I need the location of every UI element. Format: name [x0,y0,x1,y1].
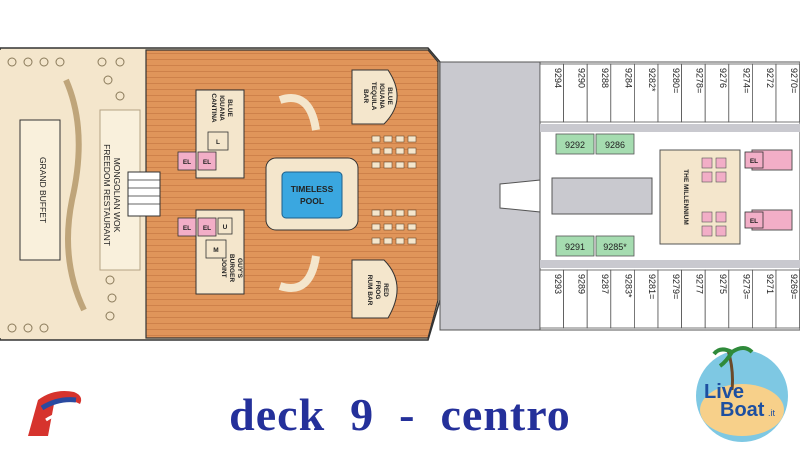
blue-iguana-bar-1: BLUE [386,87,393,105]
red-frog-bar [351,259,398,319]
freedom-restaurant-label: FREEDOM RESTAURANT [102,144,112,246]
mens-marker: M [213,247,218,254]
liveboat-it: .it [768,408,776,418]
cabin-number: 9270= [789,68,799,93]
unisex-marker: U [223,224,228,231]
cabin-number: 9275 [718,274,728,294]
blue-iguana-bar-4: BAR [362,89,369,103]
cabin-number: 9280= [671,68,681,93]
elevator-marker-1: EL [183,159,191,166]
cabin-number: 9274= [742,68,752,93]
cabin-number: 9278= [694,68,704,93]
grand-buffet-counter [19,119,61,261]
lounge-chairs [371,135,417,245]
millennium-room [659,149,741,245]
corridor-top [540,124,800,132]
carnival-logo [28,391,82,436]
elevator-marker-6: EL [750,218,758,225]
elevator-marker-3: EL [183,225,191,232]
buffet-tables-bottom [7,275,117,333]
cabin-number: 9282* [647,68,657,92]
blue-iguana-cantina-2: IGUANA [218,95,225,121]
cabin-number: 9272 [765,68,775,88]
liveboat-logo: Live Boat .it [696,346,788,442]
pool-label-2: POOL [300,196,324,206]
millennium-label: THE MILLENNIUM [682,169,689,225]
inner-cabin-box [595,133,635,155]
cabin-number: 9294 [553,68,563,88]
liveboat-boat: Boat [720,399,765,421]
guys-burger-3: JOINT [220,258,227,277]
inner-cabin-number: 9286 [605,140,625,150]
mongolian-wok-label: MONGOLIAN WOK [112,158,122,233]
inner-cabin-box [555,235,595,257]
liveboat-live: Live [704,381,744,403]
cabin-row-inner: 9292 9286 9291 9285* [555,133,635,257]
inner-cabin-box [595,235,635,257]
ladies-marker: L [216,139,220,146]
cabin-number: 9283* [624,274,634,298]
grand-buffet-label: GRAND BUFFET [38,157,48,223]
inner-cabin-box [555,133,595,155]
inner-cabin-number: 9291 [565,242,585,252]
cabin-number: 9273= [742,274,752,299]
inner-cabin-zone [551,177,653,215]
cabin-number: 9279= [671,274,681,299]
guys-burger-2: BURGER [228,254,235,282]
cabin-number: 9293 [553,274,563,294]
blue-iguana-bar-2: IGUANA [378,83,385,109]
red-frog-bar-3: RUM BAR [366,275,373,306]
red-frog-bar-1: RED [382,283,389,297]
cabin-number: 9284 [624,68,634,88]
elevator-marker-5: EL [750,158,758,165]
buffet-tables-top [7,57,125,101]
blue-iguana-bar-3: TEQUILA [370,82,377,111]
cabin-number: 9288 [600,68,610,88]
curved-seating-bottom [278,255,320,292]
red-frog-bar-2: FROG [374,281,381,300]
elevator-marker-2: EL [203,159,211,166]
cabin-number: 9287 [600,274,610,294]
blue-iguana-cantina-3: CANTINA [210,93,217,123]
stairs [127,171,161,217]
millennium-chairs [701,157,727,237]
buffet-wave [63,78,87,312]
inner-cabin-number: 9292 [565,140,585,150]
buffet-counter-strip [99,109,141,271]
cabin-row-bottom: 9293 9289 9287 9283* 9281= 9279= 9277 9275 9273=… [539,269,800,329]
curved-seating-top [278,94,320,131]
inner-cabin-number: 9285* [603,242,627,252]
cabin-number: 9281= [647,274,657,299]
cabin-number: 9269= [789,274,799,299]
guys-burger-1: GUY'S [236,258,243,279]
pool-label-1: TIMELESS [291,184,334,194]
corridor-bottom [540,260,800,268]
elevator-marker-4: EL [203,225,211,232]
cabin-number: 9276 [718,68,728,88]
timeless-pool [281,171,343,219]
cabin-number: 9271 [765,274,775,294]
cabin-number: 9289 [576,274,586,294]
blue-iguana-cantina-1: BLUE [226,99,233,117]
cabin-number: 9277 [694,274,704,294]
cabin-number: 9290 [576,68,586,88]
blue-iguana-bar [351,69,398,125]
cabin-row-top: 9294 9290 9288 9284 9282* 9280= 9278= 9276 9274=… [539,63,800,123]
deck-title: deck 9 - centro [229,389,571,440]
